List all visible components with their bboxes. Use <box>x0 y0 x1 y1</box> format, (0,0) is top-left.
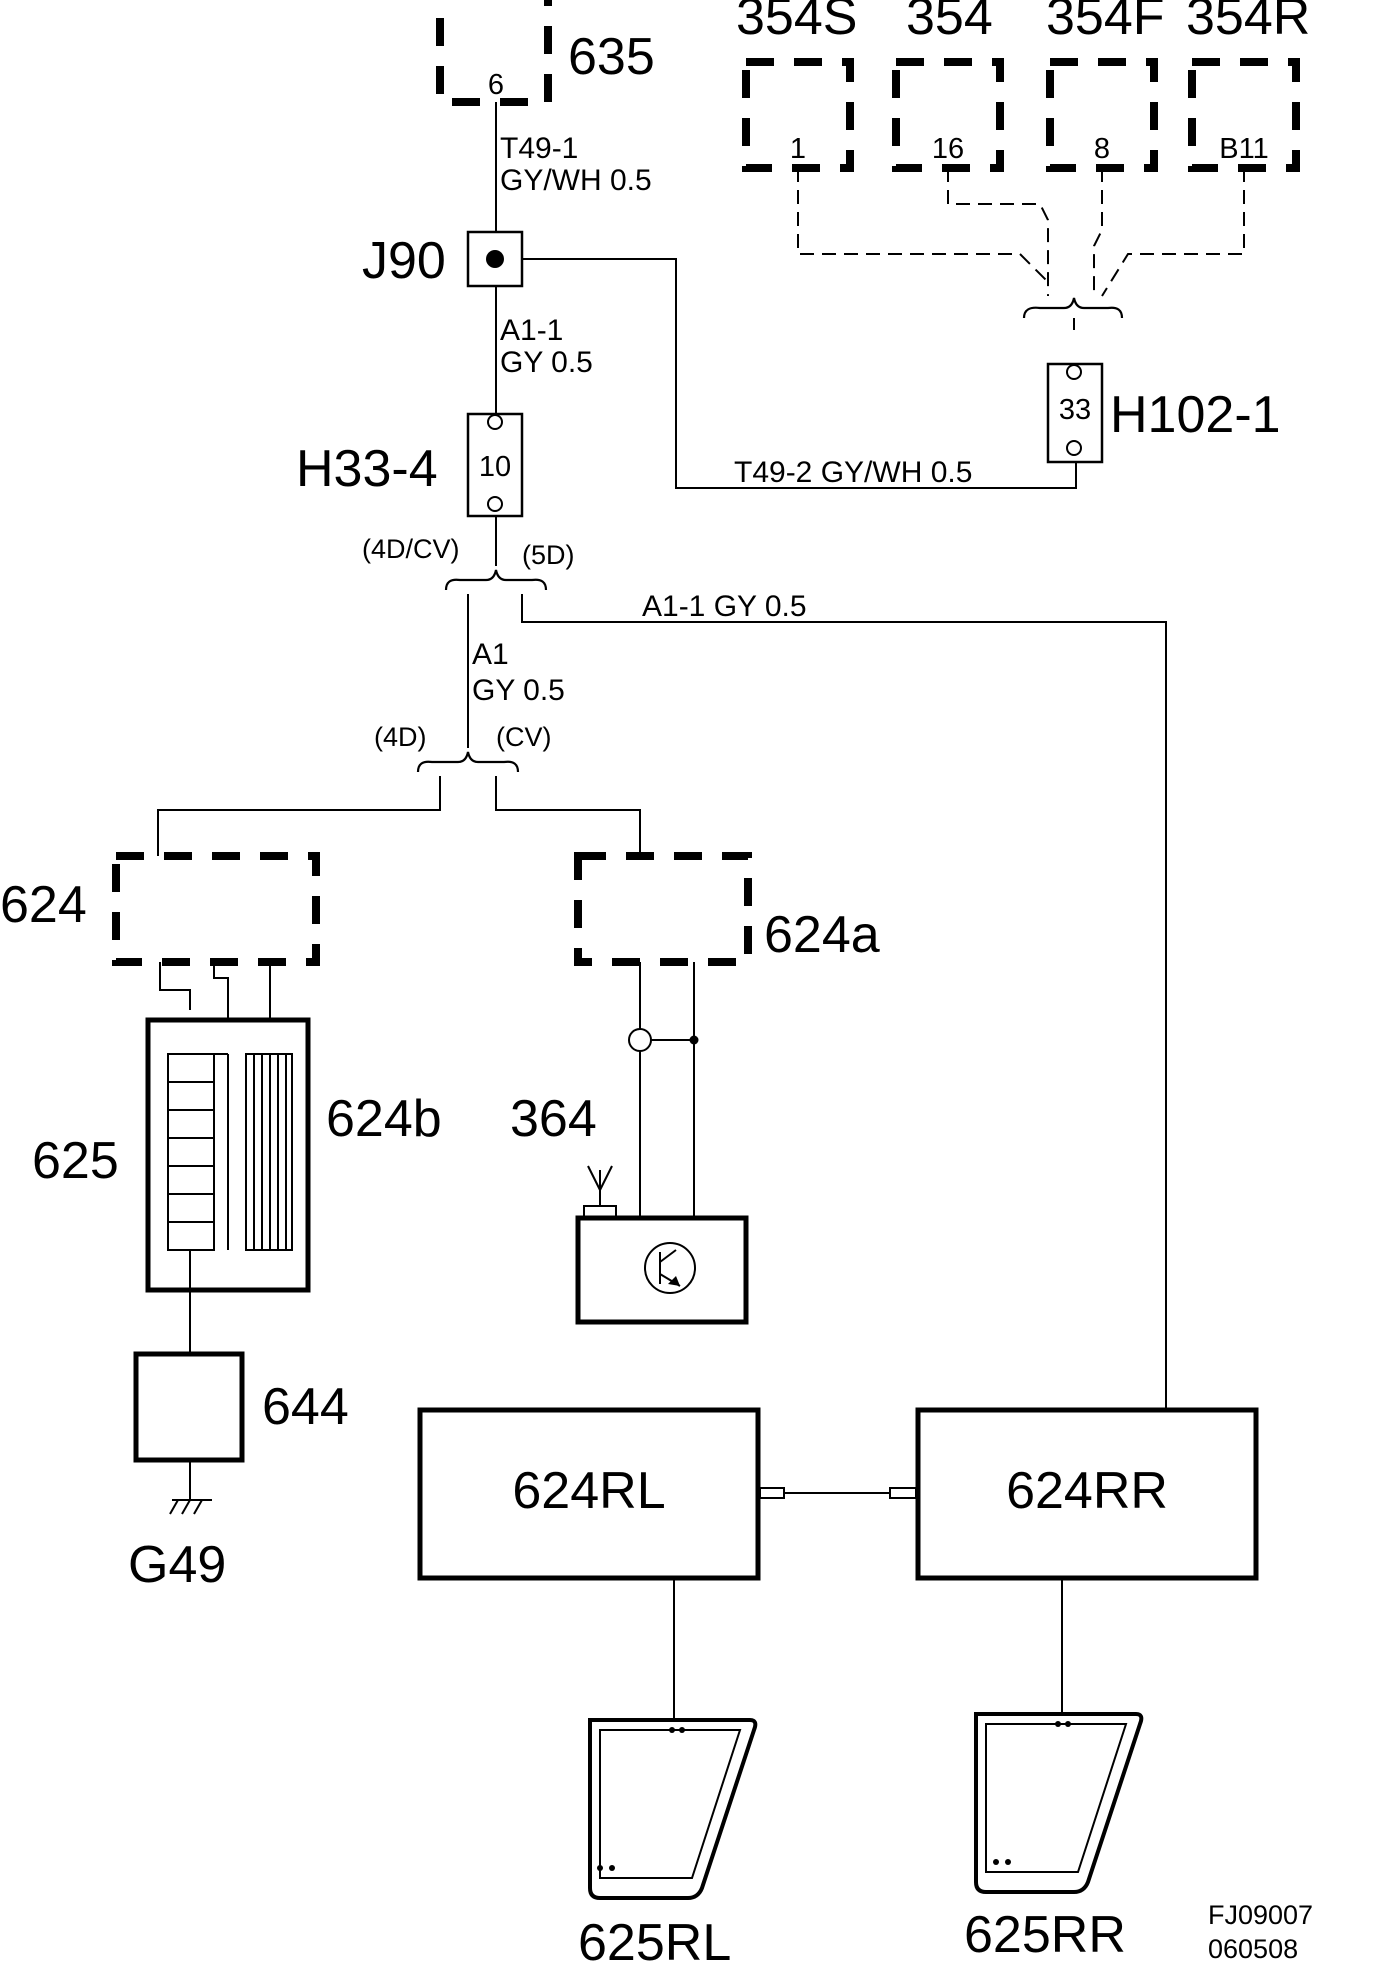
connector-h33-4: 10 H33-4 <box>296 412 524 518</box>
label-625rr: 625RR <box>964 1906 1126 1964</box>
brace-h102 <box>1022 297 1124 319</box>
variant-4dcv: (4D/CV) <box>362 534 460 564</box>
wire-a1-1-spec: GY 0.5 <box>500 346 593 379</box>
ground-g49: G49 <box>128 1460 226 1594</box>
label-354r: 354R <box>1186 0 1310 46</box>
label-625: 625 <box>32 1132 119 1190</box>
footer-code-2: 060508 <box>1208 1934 1298 1964</box>
component-354: 354 16 <box>892 0 1004 172</box>
window-625rl: 625RL <box>578 1718 758 1970</box>
transistor-icon <box>644 1242 696 1294</box>
label-625rl: 625RL <box>578 1914 731 1970</box>
pin-354f: 8 <box>1094 133 1110 165</box>
label-354: 354 <box>906 0 993 46</box>
wire-to-624 <box>157 776 441 856</box>
component-354s: 354S 1 <box>736 0 857 172</box>
component-624a: 624a <box>574 852 880 966</box>
wire-a1-spec: GY 0.5 <box>472 674 565 707</box>
pin-h33: 10 <box>479 451 511 483</box>
wire-a1-1-right <box>521 594 1167 1410</box>
wire-354s <box>797 168 1049 283</box>
component-354f: 354F 8 <box>1046 0 1165 172</box>
label-h33-4: H33-4 <box>296 440 438 498</box>
wire-a1-1-id: A1-1 <box>500 314 563 347</box>
label-h102-1: H102-1 <box>1110 386 1281 444</box>
label-624a: 624a <box>764 906 880 964</box>
wire-t49-2-label: T49-2 GY/WH 0.5 <box>734 456 972 489</box>
label-364: 364 <box>510 1090 597 1148</box>
component-354r: 354R B11 <box>1186 0 1310 172</box>
label-644: 644 <box>262 1378 349 1436</box>
wire-a1-id: A1 <box>472 638 509 671</box>
antenna-icon <box>583 1165 617 1219</box>
pin-h102: 33 <box>1059 394 1091 426</box>
connector-h102-1: 33 H102-1 <box>1046 362 1281 464</box>
brace-h33 <box>444 569 548 591</box>
window-625rr: 625RR <box>964 1712 1144 1964</box>
wire-354 <box>947 168 1049 296</box>
wire-t49-2 <box>522 258 1077 489</box>
wire-354f <box>1093 168 1103 296</box>
wire-a1-1-right-label: A1-1 GY 0.5 <box>642 590 807 623</box>
label-624rl: 624RL <box>512 1462 665 1520</box>
label-635: 635 <box>568 28 655 86</box>
component-625-624b: 625 624b <box>32 1017 442 1293</box>
label-624b: 624b <box>326 1090 442 1148</box>
label-354f: 354F <box>1046 0 1165 46</box>
wire-354r <box>1101 168 1245 297</box>
variant-4d: (4D) <box>374 722 427 752</box>
label-j90: J90 <box>362 232 446 290</box>
brace-a1 <box>416 751 520 773</box>
wire-t49-1-id: T49-1 <box>500 132 578 165</box>
label-624: 624 <box>0 876 87 934</box>
footer-code-1: FJ09007 <box>1208 1900 1313 1930</box>
label-624rr: 624RR <box>1006 1462 1168 1520</box>
label-354s: 354S <box>736 0 857 46</box>
wire-to-624a <box>495 776 641 856</box>
pin-354: 16 <box>932 133 964 165</box>
splice-j90: J90 <box>362 230 524 290</box>
variant-5d: (5D) <box>522 540 575 570</box>
label-g49: G49 <box>128 1536 226 1594</box>
wire-t49-1-spec: GY/WH 0.5 <box>500 164 652 197</box>
component-624rr: 624RR <box>915 1407 1259 1581</box>
component-624rl: 624RL <box>417 1407 761 1581</box>
component-635: 6 635 <box>436 0 655 106</box>
pin-354r: B11 <box>1219 133 1268 165</box>
pin-635: 6 <box>488 69 504 101</box>
pin-354s: 1 <box>790 133 806 165</box>
component-364: 364 <box>510 1090 749 1325</box>
component-644: 644 <box>133 1351 349 1463</box>
variant-cv: (CV) <box>496 722 552 752</box>
component-624: 624 <box>0 852 320 966</box>
